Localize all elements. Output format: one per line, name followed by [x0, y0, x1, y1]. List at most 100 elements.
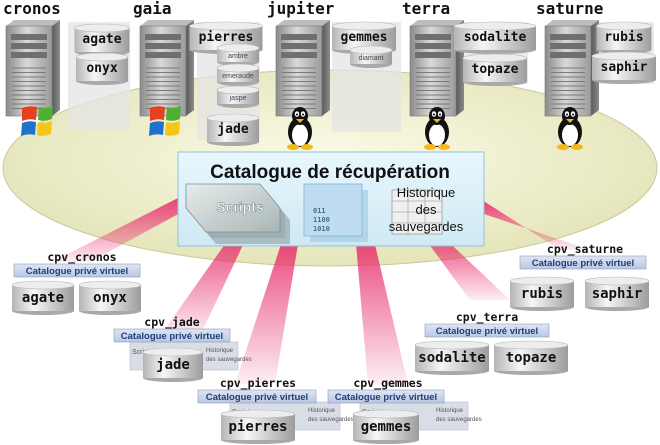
windows-logo-icon	[21, 106, 53, 136]
database-cylinder	[220, 409, 296, 444]
catalog-bar-label: Catalogue privé virtuel	[206, 392, 308, 403]
tux-linux-icon	[424, 107, 450, 150]
beam-cpv-cronos	[52, 196, 182, 262]
database-diamant: diamant	[359, 55, 384, 62]
database-onyx: onyx	[86, 61, 117, 76]
database-saphir: saphir	[592, 286, 643, 302]
catalog-bar-label: Catalogue privé virtuel	[121, 331, 223, 342]
overlay-sauvegardes: des sauvegardes	[308, 417, 354, 423]
scripts-icon	[185, 183, 290, 244]
catalog-bar-label: Catalogue privé virtuel	[436, 326, 538, 337]
beam-cpv-gemmes	[355, 232, 408, 384]
database-pierres: pierres	[199, 30, 254, 45]
small-database-cylinder	[349, 45, 393, 68]
database-cylinder	[206, 113, 260, 146]
beam-cpv-terra	[420, 232, 510, 300]
virtual-catalog-name: cpv_pierres	[220, 376, 296, 391]
database-cylinder	[142, 347, 204, 382]
small-database-cylinder	[216, 43, 260, 66]
overlay-historique: Historique	[436, 408, 464, 414]
database-topaze: topaze	[506, 350, 557, 366]
catalog-bar	[197, 389, 317, 404]
catalog-bar-label: Catalogue privé virtuel	[335, 392, 437, 403]
catalog-bar-label: Catalogue privé virtuel	[532, 258, 634, 269]
server-jupiter: jupiter gemmes diamant	[267, 0, 401, 150]
catalog-title: Catalogue de récupération	[210, 162, 450, 183]
database-cylinder	[352, 409, 420, 444]
database-ambre: ambre	[228, 53, 248, 60]
small-database-cylinder	[216, 63, 260, 86]
database-cylinder	[509, 276, 575, 311]
catalog-bar	[327, 389, 445, 404]
database-cylinder	[493, 340, 569, 375]
database-cylinder	[584, 276, 650, 311]
scripts-label: Scripts	[216, 199, 264, 215]
database-cylinder	[462, 53, 528, 86]
database-jade: jade	[217, 122, 248, 137]
binary-line-3: 1010	[313, 225, 330, 233]
database-sodalite: sodalite	[464, 30, 527, 45]
binary-line-2: 1100	[313, 216, 330, 224]
database-rubis: rubis	[521, 286, 563, 302]
database-agate: agate	[82, 32, 121, 47]
database-saphir: saphir	[601, 60, 648, 75]
database-cylinder	[414, 340, 490, 375]
database-cylinder	[75, 52, 129, 85]
overlay-sauvegardes: des sauvegardes	[206, 357, 252, 363]
server-name: cronos	[3, 0, 61, 18]
catalog-bar	[519, 255, 647, 270]
small-database-cylinder	[216, 85, 260, 108]
overlay-historique: Historique	[206, 348, 234, 354]
beams	[52, 196, 590, 384]
database-sodalite: sodalite	[418, 350, 485, 366]
database-cylinder	[596, 21, 652, 54]
database-cylinder	[591, 51, 657, 84]
virtual-catalog-name: cpv_saturne	[547, 242, 623, 257]
database-cylinder	[78, 280, 142, 315]
server-name: gaia	[133, 0, 172, 18]
virtual-catalog-name: cpv_jade	[144, 315, 199, 330]
catalog-bar	[13, 263, 141, 278]
database-jaspe: jaspe	[229, 95, 247, 102]
binary-line-1: 011	[313, 207, 326, 215]
overlay-sauvegardes: des sauvegardes	[436, 417, 482, 423]
database-agate: agate	[22, 290, 64, 306]
windows-logo-icon	[149, 106, 181, 136]
beam-cpv-jade	[160, 230, 250, 336]
history-label-3: sauvegardes	[389, 219, 464, 234]
history-label-2: des	[416, 202, 437, 217]
servers: cronosagateonyxgaiapierresjadeambreemera…	[3, 0, 657, 150]
tux-linux-icon	[287, 107, 313, 150]
catalog-bar	[113, 328, 231, 343]
database-cylinder	[11, 280, 75, 315]
server-tower	[139, 20, 194, 117]
database-cylinder	[453, 21, 537, 54]
history-label-1: Historique	[397, 185, 456, 200]
virtual-catalog-name: cpv_cronos	[47, 250, 116, 265]
database-gemmes: gemmes	[341, 30, 388, 45]
virtual-catalog-name: cpv_gemmes	[353, 376, 422, 391]
server-name: terra	[402, 0, 450, 18]
database-jade: jade	[156, 357, 190, 373]
server-tower	[275, 20, 330, 117]
history-table-icon	[391, 189, 443, 235]
binary-data-icon: 011 1100 1010	[303, 183, 368, 242]
recovery-catalog: Catalogue de récupération Scripts 011 11…	[177, 151, 485, 247]
server-tower	[5, 20, 60, 117]
overlay-historique: Historique	[308, 408, 336, 414]
server-tower	[544, 20, 599, 117]
server-cronos: cronos agate onyx	[3, 0, 130, 136]
virtual-catalog-name: cpv_terra	[456, 310, 518, 325]
server-name: jupiter	[267, 0, 334, 18]
catalog-bar-label: Catalogue privé virtuel	[26, 266, 128, 277]
database-rubis: rubis	[604, 30, 643, 45]
database-onyx: onyx	[93, 290, 127, 306]
database-gemmes: gemmes	[361, 419, 412, 435]
